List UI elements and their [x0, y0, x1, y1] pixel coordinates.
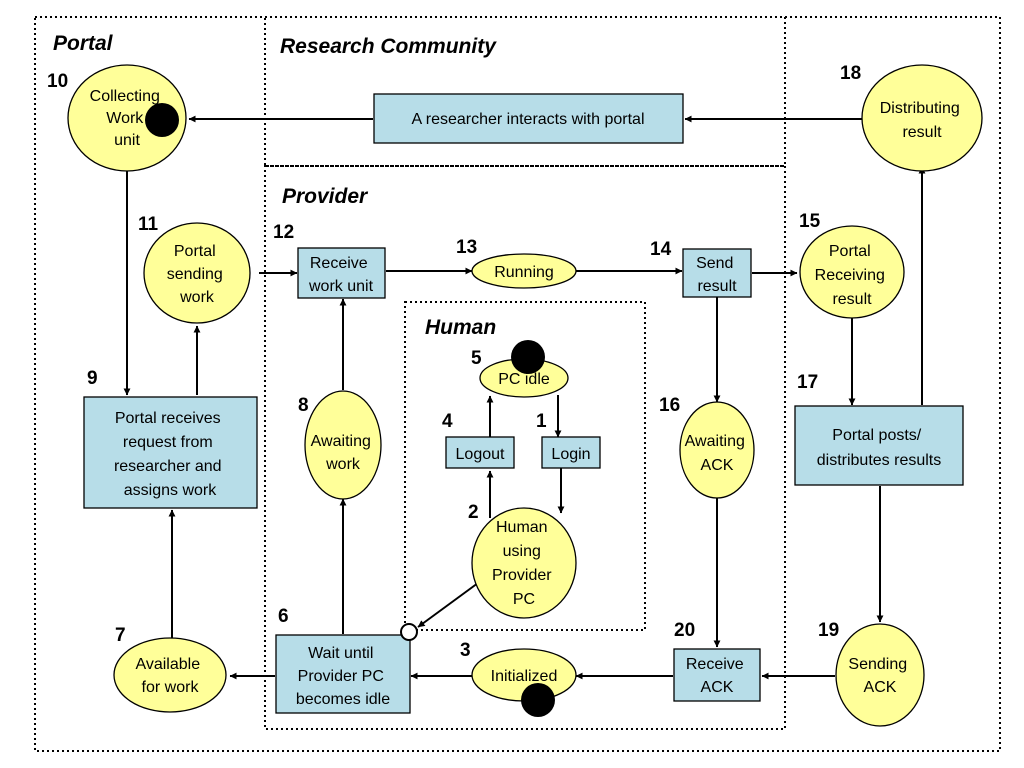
- node-label: Send result: [696, 255, 738, 295]
- state-sending-ack: Sending ACK: [835, 623, 925, 727]
- activity-portal-posts-results: Portal posts/ distributes results: [794, 405, 964, 486]
- state-human-using-provider-pc: Human using Provider PC: [471, 507, 577, 619]
- node-label: Wait until Provider PC becomes idle: [296, 645, 390, 708]
- portal-region-title: Portal: [53, 32, 114, 55]
- node-label: Receive work unit: [308, 255, 374, 295]
- node-number: 3: [460, 640, 471, 661]
- node-number: 4: [442, 411, 453, 432]
- provider-region-title: Provider: [282, 185, 369, 208]
- node-label: Login: [551, 446, 590, 463]
- node-number: 19: [818, 620, 839, 641]
- state-running: Running: [471, 253, 577, 289]
- activity-researcher-interacts: A researcher interacts with portal: [373, 93, 684, 144]
- node-number: 5: [471, 348, 482, 369]
- node-label: Human using Provider PC: [492, 519, 556, 608]
- node-number: 14: [650, 239, 672, 260]
- state-portal-receiving-result: Portal Receiving result: [799, 225, 905, 319]
- edges: [123, 115, 926, 680]
- activity-logout: Logout: [445, 436, 515, 469]
- state-initialized: Initialized: [471, 648, 577, 702]
- node-number: 15: [799, 211, 821, 232]
- node-number: 10: [47, 71, 68, 92]
- human-region-title: Human: [425, 316, 496, 339]
- node-label: Running: [494, 264, 554, 281]
- node-number: 11: [138, 214, 159, 235]
- node-label: Awaiting work: [311, 433, 376, 473]
- node-label: A researcher interacts with portal: [412, 111, 645, 128]
- node-number: 9: [87, 368, 98, 389]
- node-number: 7: [115, 625, 126, 646]
- node-label: Portal receives request from researcher …: [114, 410, 226, 499]
- state-awaiting-ack: Awaiting ACK: [679, 401, 755, 499]
- research-community-title: Research Community: [280, 35, 497, 58]
- state-available-for-work: Available for work: [113, 637, 227, 713]
- node-number: 16: [659, 395, 680, 416]
- state-collecting-work-unit: Collecting Work unit: [67, 64, 187, 172]
- node-label: Initialized: [491, 668, 558, 685]
- node-number: 20: [674, 620, 695, 641]
- node-label: Portal Receiving result: [815, 243, 890, 308]
- activity-receive-work-unit: Receive work unit: [297, 247, 386, 299]
- node-label: Available for work: [135, 656, 204, 696]
- activity-receive-ack: Receive ACK: [673, 648, 761, 702]
- portal-region-frame: [34, 16, 1001, 752]
- node-label: Portal posts/ distributes results: [817, 427, 942, 469]
- port-circle: [400, 623, 418, 641]
- token-collecting: [145, 103, 179, 137]
- state-portal-sending-work: Portal sending work: [143, 222, 251, 324]
- human-region-frame: [404, 301, 646, 631]
- research-community-frame: [264, 16, 786, 167]
- node-number: 6: [278, 606, 289, 627]
- node-label: Logout: [456, 446, 505, 463]
- node-label: PC idle: [498, 371, 550, 388]
- activity-wait-until-idle: Wait until Provider PC becomes idle: [275, 634, 411, 714]
- node-label: Portal sending work: [167, 243, 228, 306]
- node-label: Sending ACK: [848, 656, 911, 696]
- node-numbers: 10 11 9 7 18 12 13 14 15 17 16 19 20 3 6…: [47, 63, 861, 661]
- node-label: Collecting Work unit: [90, 88, 165, 149]
- activity-portal-receives-request: Portal receives request from researcher …: [83, 396, 258, 509]
- state-pc-idle: PC idle: [479, 358, 569, 398]
- node-number: 18: [840, 63, 861, 84]
- token-pc-idle: [511, 340, 545, 374]
- activity-login: Login: [541, 436, 601, 469]
- node-number: 12: [273, 222, 294, 243]
- token-initialized: [521, 683, 555, 717]
- activity-send-result: Send result: [682, 248, 752, 298]
- node-number: 2: [468, 502, 479, 523]
- node-number: 1: [536, 411, 547, 432]
- node-number: 13: [456, 237, 477, 258]
- node-label: Receive ACK: [686, 656, 748, 696]
- state-distributing-result: Distributing result: [861, 64, 983, 172]
- node-label: Distributing result: [880, 100, 964, 141]
- node-number: 17: [797, 372, 818, 393]
- edge-human-using-to-wait-idle: [417, 582, 479, 628]
- state-awaiting-work: Awaiting work: [304, 390, 382, 500]
- provider-region-frame: [264, 165, 786, 730]
- node-label: Awaiting ACK: [685, 433, 750, 474]
- node-number: 8: [298, 395, 309, 416]
